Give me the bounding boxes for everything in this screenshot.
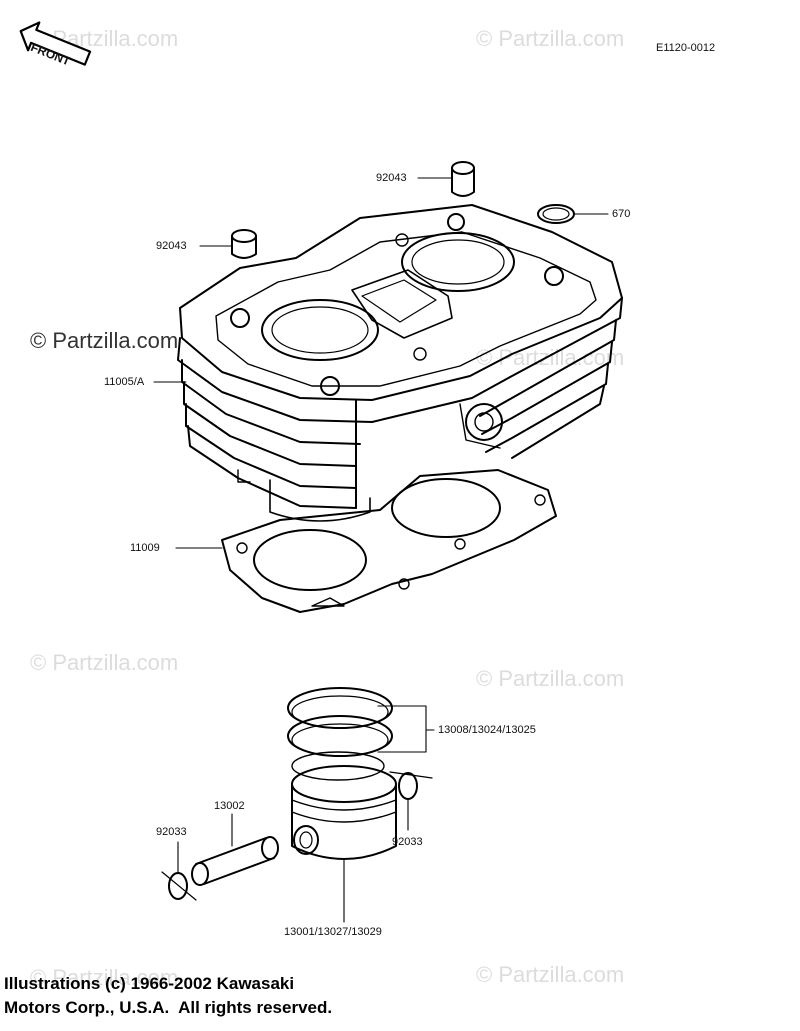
part-label-11005[interactable]: 11005/A — [104, 376, 145, 388]
watermark-top-right: © Partzilla.com — [476, 26, 625, 51]
dowel-pin-upper-drawing — [451, 161, 475, 197]
watermark-bottom-left: © Partzilla.com — [30, 965, 179, 990]
copyright-line-1: Illustrations (c) 1966-2002 Kawasaki — [4, 974, 295, 993]
part-label-92043-lower[interactable]: 92043 — [156, 240, 187, 252]
piston-drawing — [291, 765, 397, 860]
base-gasket-drawing — [221, 469, 557, 613]
watermark-low-left: © Partzilla.com — [30, 650, 179, 675]
part-label-92033-right[interactable]: 92033 — [392, 836, 423, 848]
cylinder-block-drawing — [177, 204, 623, 522]
part-label-11009[interactable]: 11009 — [130, 542, 160, 554]
leader-13008 — [377, 705, 435, 753]
front-arrow-icon — [19, 21, 92, 66]
watermark-low-right: © Partzilla.com — [476, 666, 625, 691]
circlip-left-drawing — [161, 871, 197, 901]
piston-pin-drawing — [191, 836, 279, 886]
part-label-13002[interactable]: 13002 — [214, 800, 245, 812]
piston-rings-drawing — [287, 687, 393, 781]
part-label-92043-upper[interactable]: 92043 — [376, 172, 407, 184]
diagram-code: E1120-0012 — [656, 42, 716, 54]
part-label-92033-left[interactable]: 92033 — [156, 826, 187, 838]
part-label-13008[interactable]: 13008/13024/13025 — [438, 724, 536, 736]
o-ring-drawing — [537, 204, 575, 224]
dowel-pin-lower-drawing — [231, 229, 257, 259]
watermark-mid-left: © Partzilla.com — [30, 328, 179, 353]
circlip-right-drawing — [389, 771, 433, 800]
copyright-line-2: Motors Corp., U.S.A. All rights reserved… — [4, 998, 333, 1017]
part-label-670[interactable]: 670 — [612, 208, 631, 220]
watermark-bottom-right: © Partzilla.com — [476, 962, 625, 987]
part-label-13001[interactable]: 13001/13027/13029 — [284, 926, 382, 938]
